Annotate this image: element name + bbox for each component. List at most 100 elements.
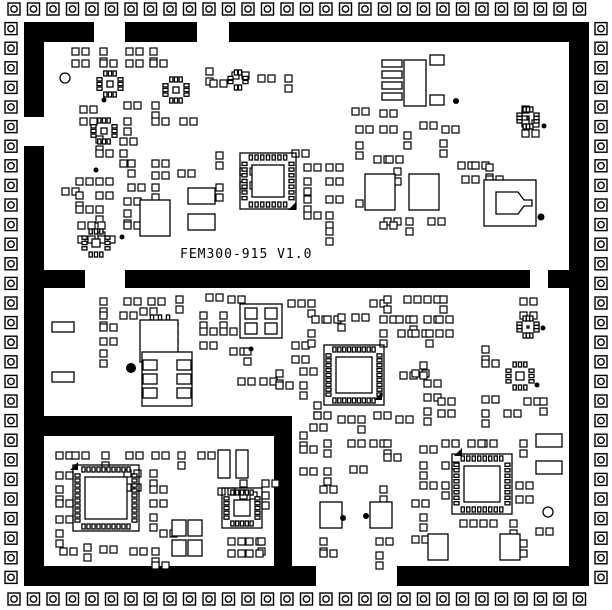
qfn-pin: [106, 117, 111, 124]
passive-pad: [81, 451, 90, 460]
passive-pad: [329, 485, 338, 494]
quad-pad: [244, 307, 258, 320]
passive-pad: [99, 545, 108, 554]
passive-pad: [125, 47, 134, 56]
passive-pad: [85, 205, 94, 214]
passive-pad: [403, 141, 412, 150]
passive-pad: [284, 84, 293, 93]
qfn-pin: [341, 346, 347, 353]
passive-pad: [325, 195, 334, 204]
passive-pad: [89, 117, 98, 126]
edge-pad-hole: [7, 514, 15, 523]
passive-pad: [119, 311, 128, 320]
passive-pad: [161, 171, 170, 180]
qfn-pin: [288, 167, 295, 172]
passive-pad: [413, 295, 422, 304]
passive-pad: [149, 523, 158, 532]
qfn-pin: [239, 489, 245, 496]
passive-pad: [309, 467, 318, 476]
passive-pad: [239, 479, 248, 488]
qfn-pin: [249, 520, 254, 527]
qfn-pin: [505, 379, 512, 384]
edge-pad-hole: [597, 24, 605, 33]
passive-pad: [105, 149, 114, 158]
passive-pad: [257, 74, 266, 83]
edge-pad-hole: [597, 240, 605, 249]
edge-pad-hole: [7, 24, 15, 33]
qfn-pin: [356, 397, 362, 404]
passive-pad: [515, 481, 524, 490]
passive-pad: [127, 169, 136, 178]
passive-pad: [441, 439, 450, 448]
led-footprint: [51, 371, 75, 383]
quad-pad: [264, 322, 278, 335]
edge-pad-hole: [597, 514, 605, 523]
edge-pad-hole: [7, 357, 15, 366]
qfn-pin: [493, 455, 498, 462]
edge-pad-hole: [7, 573, 15, 582]
qfn-pin: [101, 117, 107, 124]
edge-pad-hole: [7, 534, 15, 543]
qfn-pin: [471, 506, 476, 513]
passive-pad: [535, 527, 544, 536]
edge-pad-hole: [575, 595, 584, 603]
passive-pad: [129, 311, 138, 320]
qfn-thermal-pad: [251, 164, 285, 198]
qfn-pin: [233, 84, 239, 91]
edge-pad-hole: [7, 495, 15, 503]
edge-pad-hole: [597, 573, 605, 582]
passive-pad: [161, 117, 170, 126]
qfn-pin: [241, 161, 248, 167]
pad-large: [187, 213, 216, 231]
qfn-pin: [332, 346, 337, 353]
passive-pad: [227, 549, 236, 558]
passive-pad: [477, 439, 486, 448]
transistor-body: [364, 173, 396, 211]
edge-pad-hole: [439, 5, 447, 13]
passive-pad: [491, 395, 500, 404]
passive-pad: [427, 217, 436, 226]
passive-pad: [151, 101, 160, 110]
passive-pad: [199, 341, 208, 350]
passive-pad: [323, 411, 332, 420]
passive-pad: [261, 479, 270, 488]
passive-pad: [109, 323, 118, 332]
passive-pad: [539, 397, 548, 406]
passive-pad: [491, 359, 500, 368]
qfn-pin: [81, 240, 88, 246]
qfn-pin: [99, 228, 104, 235]
passive-pad: [301, 355, 310, 364]
edge-pad-hole: [556, 595, 564, 603]
passive-pad: [101, 451, 110, 460]
passive-pad: [303, 211, 312, 220]
edge-pad-hole: [536, 5, 545, 13]
regulator-body: [403, 59, 427, 107]
passive-pad: [75, 205, 84, 214]
qfn-pin: [288, 178, 295, 184]
qfn-pin: [523, 361, 528, 368]
qfn-thermal-pad: [463, 465, 501, 503]
passive-pad: [179, 117, 188, 126]
qfn-pin: [74, 493, 81, 498]
qfn-pin: [288, 173, 295, 178]
qfn-pin: [325, 358, 332, 363]
qfn-thermal-pad: [335, 356, 373, 394]
qfn-pin: [96, 81, 103, 87]
qfn-pin: [244, 489, 250, 496]
qfn-pin: [88, 228, 93, 235]
qfn-pin: [493, 506, 498, 513]
passive-pad: [99, 359, 108, 368]
qfn-pin: [271, 154, 276, 161]
passive-pad: [307, 339, 316, 348]
pad-square-big: [187, 519, 203, 537]
passive-pad: [61, 187, 70, 196]
edge-pad-hole: [517, 595, 525, 603]
qfn-pin: [512, 384, 517, 391]
passive-pad: [489, 439, 498, 448]
pad-large: [429, 94, 445, 106]
edge-pad-hole: [263, 5, 272, 13]
qfn-pin: [254, 201, 259, 208]
passive-pad: [437, 217, 446, 226]
edge-pad-hole: [7, 436, 15, 445]
passive-pad: [419, 445, 428, 454]
